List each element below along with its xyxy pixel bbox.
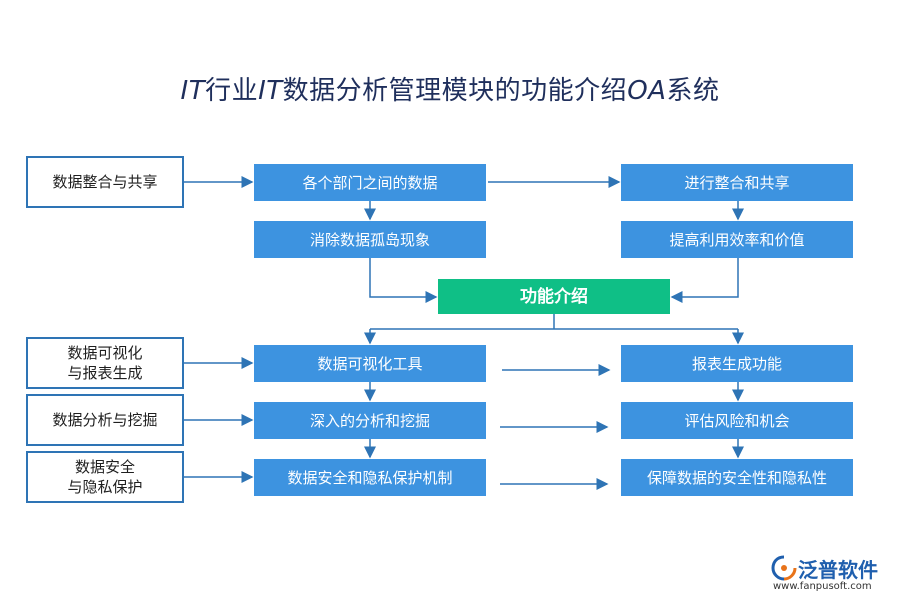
box-integrate-share-label: 进行整合和共享 [684,173,790,192]
title-suffix: 系统 [666,76,720,106]
box-visualization-tool-label: 数据可视化工具 [317,354,423,373]
title-mid4: OA [627,76,667,106]
box-deep-analysis-label: 深入的分析和挖掘 [309,411,430,430]
box-improve-efficiency-label: 提高利用效率和价值 [669,230,805,249]
box-departments-data-label: 各个部门之间的数据 [302,173,438,192]
box-eliminate-silos-label: 消除数据孤岛现象 [309,230,430,249]
box-data-analysis-label: 数据分析与挖掘 [52,411,158,429]
box-improve-efficiency: 提高利用效率和价值 [621,221,853,258]
brand-swirl-icon [771,555,797,581]
box-ensure-privacy: 保障数据的安全性和隐私性 [621,459,853,496]
box-data-analysis: 数据分析与挖掘 [26,394,184,446]
box-feature-intro-label: 功能介绍 [520,286,588,307]
box-report-generation-label: 报表生成功能 [691,354,782,373]
title-mid3: 数据分析管理模块的功能介绍 [282,76,628,106]
box-visualization-tool: 数据可视化工具 [254,345,486,382]
box-data-integration: 数据整合与共享 [26,156,184,208]
box-assess-risk-label: 评估风险和机会 [684,411,790,430]
brand-name: 泛普软件 [798,558,878,582]
brand-logo: 泛普软件 www.fanpusoft.com [770,554,895,594]
box-data-security-line1: 数据安全 [74,458,135,476]
box-data-visualization-line1: 数据可视化 [67,344,143,362]
title-mid1: 行业 [205,76,259,106]
box-data-visualization-line2: 与报表生成 [67,364,143,382]
box-deep-analysis: 深入的分析和挖掘 [254,402,486,439]
box-data-integration-label: 数据整合与共享 [52,173,158,191]
box-data-security-line2: 与隐私保护 [67,478,143,496]
box-ensure-privacy-label: 保障数据的安全性和隐私性 [646,468,827,487]
box-data-visualization: 数据可视化与报表生成 [26,337,184,389]
box-eliminate-silos: 消除数据孤岛现象 [254,221,486,258]
box-departments-data: 各个部门之间的数据 [254,164,486,201]
arrow-efficiency-to-center [670,258,739,303]
title-mid2: IT [258,76,283,106]
title-prefix: IT [180,76,206,106]
box-security-mechanism-label: 数据安全和隐私保护机制 [287,468,453,487]
page-title: IT行业IT数据分析管理模块的功能介绍OA系统 [0,70,900,107]
box-report-generation: 报表生成功能 [621,345,853,382]
brand-url: www.fanpusoft.com [773,581,872,592]
box-integrate-share: 进行整合和共享 [621,164,853,201]
arrow-eliminate-to-center [369,258,438,303]
box-security-mechanism: 数据安全和隐私保护机制 [254,459,486,496]
box-data-security: 数据安全与隐私保护 [26,451,184,503]
box-feature-intro: 功能介绍 [438,279,670,314]
box-assess-risk: 评估风险和机会 [621,402,853,439]
